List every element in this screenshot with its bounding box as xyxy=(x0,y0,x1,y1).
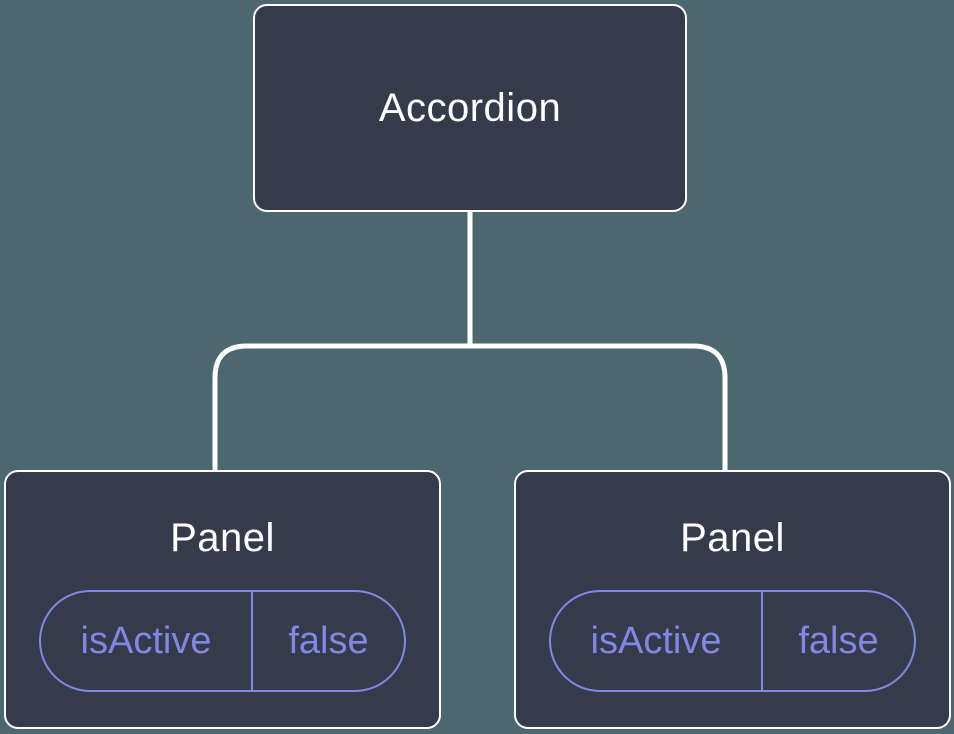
connector-bracket xyxy=(212,343,728,472)
node-panel-left: Panel isActive false xyxy=(4,470,441,729)
node-accordion: Accordion xyxy=(253,4,687,212)
node-panel-label: Panel xyxy=(170,516,275,560)
node-panel-label: Panel xyxy=(680,516,785,560)
state-key: isActive xyxy=(551,592,763,690)
state-pill: isActive false xyxy=(549,590,916,692)
state-value: false xyxy=(288,619,369,662)
state-pill: isActive false xyxy=(39,590,406,692)
state-key: isActive xyxy=(41,592,253,690)
state-value: false xyxy=(798,619,879,662)
node-accordion-label: Accordion xyxy=(378,85,562,130)
node-panel-right: Panel isActive false xyxy=(514,470,951,729)
